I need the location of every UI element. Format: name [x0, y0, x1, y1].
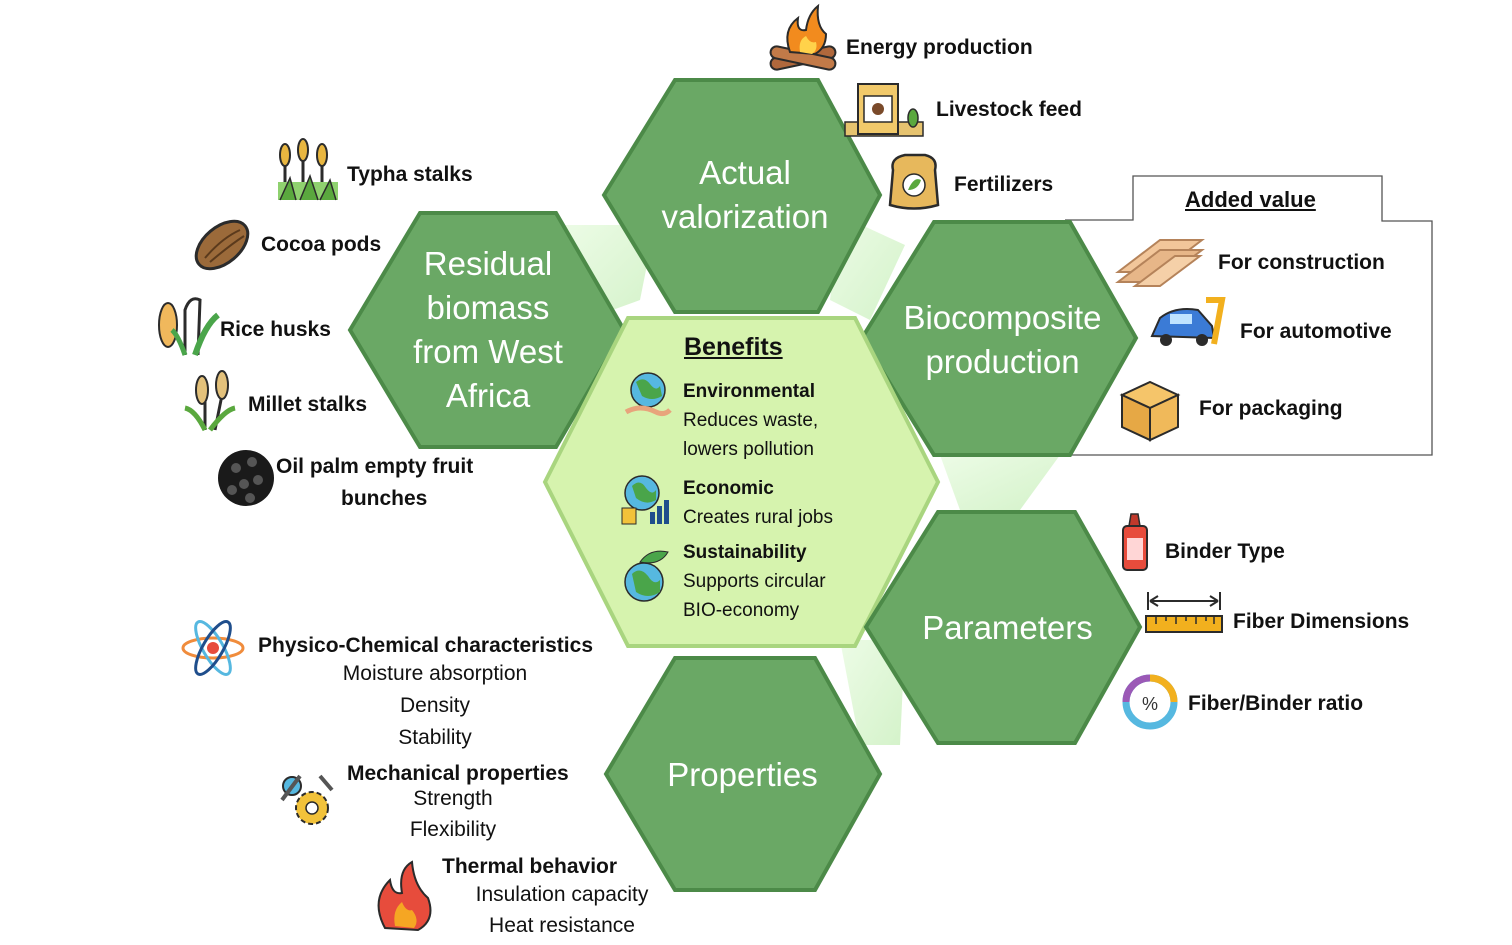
hex-label-properties: Properties — [625, 750, 860, 800]
hex-label-residual: Residual biomass from West Africa — [378, 240, 598, 420]
benefit-sustainability-head: Sustainability — [683, 542, 807, 563]
physico-line-density: Density — [399, 694, 471, 717]
hex-biocomposite — [859, 220, 1139, 457]
binder-type-label: Binder Type — [1165, 540, 1285, 563]
mechanical-head: Mechanical properties — [347, 762, 569, 785]
gears-icon — [280, 774, 334, 825]
thermal-line-heat: Heat resistance — [489, 914, 635, 937]
benefits-title: Benefits — [684, 333, 783, 361]
physico-head: Physico-Chemical characteristics — [258, 634, 593, 657]
earth-hand-icon — [624, 372, 672, 417]
flame-icon — [377, 860, 432, 932]
added-value-box — [1065, 175, 1433, 456]
ruler-icon — [1145, 592, 1223, 633]
added-value-title: Added value — [1185, 187, 1316, 212]
percent-donut-icon: % — [1122, 674, 1178, 730]
benefit-environmental-line1: Reduces waste, — [683, 410, 819, 431]
fertilizer-sack-icon — [888, 153, 940, 210]
atom-icon — [181, 620, 245, 676]
actual-text: Actual valorization — [661, 153, 829, 235]
earth-leaf-icon — [624, 550, 669, 602]
connector-glow — [940, 455, 1060, 510]
rice-icon — [158, 297, 220, 356]
residual-text: Residual biomass from West Africa — [413, 244, 563, 415]
palm-label-line1: Oil palm empty fruit — [276, 455, 474, 478]
box-icon — [1119, 380, 1181, 442]
hex-actual-valorization — [601, 78, 883, 314]
hex-label-parameters: Parameters — [890, 603, 1125, 653]
cocoa-label: Cocoa pods — [261, 233, 382, 256]
glue-bottle-icon — [1122, 513, 1148, 571]
mechanical-line-strength: Strength — [413, 787, 493, 810]
thermal-head: Thermal behavior — [442, 855, 618, 878]
benefit-environmental-head: Environmental — [683, 381, 815, 402]
car-wrench-icon — [1150, 297, 1226, 346]
parameters-text: Parameters — [922, 608, 1093, 646]
feed-bag-icon — [844, 83, 924, 137]
physico-line-moisture: Moisture absorption — [342, 662, 528, 685]
fiber-dimensions-label: Fiber Dimensions — [1233, 610, 1410, 633]
fertilizers-label: Fertilizers — [954, 173, 1054, 196]
palm-bunch-icon — [218, 450, 274, 506]
palm-label-line2: bunches — [341, 487, 428, 510]
energy-label: Energy production — [846, 36, 1033, 59]
automotive-label: For automotive — [1240, 320, 1392, 343]
benefit-economic-head: Economic — [683, 478, 774, 499]
construction-label: For construction — [1218, 251, 1385, 274]
wood-planks-icon — [1115, 239, 1205, 287]
campfire-icon — [769, 3, 837, 71]
benefit-sustainability-line2: BIO-economy — [683, 600, 800, 621]
packaging-label: For packaging — [1199, 397, 1343, 420]
rice-label: Rice husks — [220, 318, 331, 341]
mechanical-line-flexibility: Flexibility — [409, 818, 497, 841]
livestock-label: Livestock feed — [936, 98, 1082, 121]
physico-line-stability: Stability — [398, 726, 472, 749]
wheat-reed-icon — [278, 138, 338, 201]
hex-parameters — [863, 510, 1143, 745]
cocoa-pod-icon — [194, 219, 250, 271]
properties-text: Properties — [667, 755, 818, 793]
benefit-environmental-line2: lowers pollution — [683, 439, 814, 460]
hex-label-biocomposite: Biocomposite production — [885, 290, 1120, 390]
typha-label: Typha stalks — [347, 163, 473, 186]
benefit-sustainability-line1: Supports circular — [683, 571, 826, 592]
earth-coins-icon — [621, 475, 669, 525]
millet-icon — [184, 370, 236, 432]
hex-properties — [603, 656, 883, 892]
svg-text:%: % — [1142, 694, 1158, 714]
benefit-economic-line1: Creates rural jobs — [683, 507, 833, 528]
millet-label: Millet stalks — [248, 393, 368, 416]
biocomposite-text: Biocomposite production — [903, 298, 1102, 380]
thermal-line-insulation: Insulation capacity — [475, 883, 649, 906]
hex-label-actual: Actual valorization — [630, 135, 860, 255]
fiber-binder-ratio-label: Fiber/Binder ratio — [1188, 692, 1364, 715]
